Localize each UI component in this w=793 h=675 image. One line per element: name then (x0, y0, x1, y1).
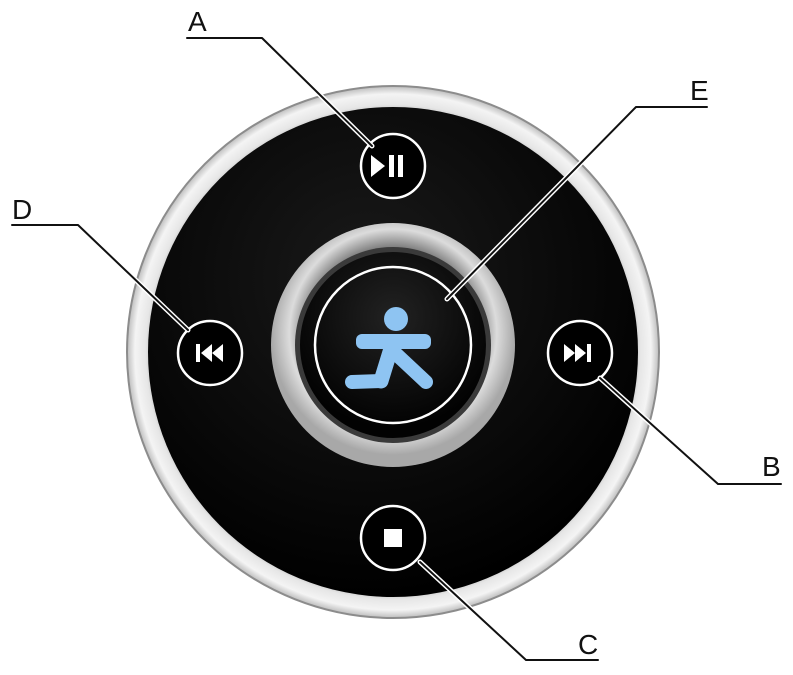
outer-rim-edge (126, 85, 660, 619)
leader-line-a (186, 37, 373, 147)
leader-lines (9, 35, 784, 663)
leader-line-d (11, 224, 189, 331)
leader-line-e (446, 106, 708, 300)
leader-line-c (419, 561, 599, 661)
callout-label-d: D (12, 194, 32, 225)
next-button[interactable] (546, 319, 614, 387)
running-figure-icon (345, 307, 433, 389)
skip-previous-icon (196, 344, 223, 362)
leader-line-b (599, 377, 782, 485)
callout-label-c: C (578, 629, 598, 660)
callout-label-b: B (762, 451, 781, 482)
stop-button[interactable] (359, 504, 427, 572)
play-pause-icon (371, 155, 403, 177)
callout-label-a: A (188, 6, 207, 37)
center-button[interactable] (300, 252, 486, 438)
stop-icon (384, 529, 402, 547)
play-pause-button[interactable] (359, 132, 427, 200)
skip-next-icon (564, 344, 591, 362)
center-button-outline (313, 265, 473, 425)
callout-label-e: E (690, 75, 709, 106)
previous-button[interactable] (176, 319, 244, 387)
